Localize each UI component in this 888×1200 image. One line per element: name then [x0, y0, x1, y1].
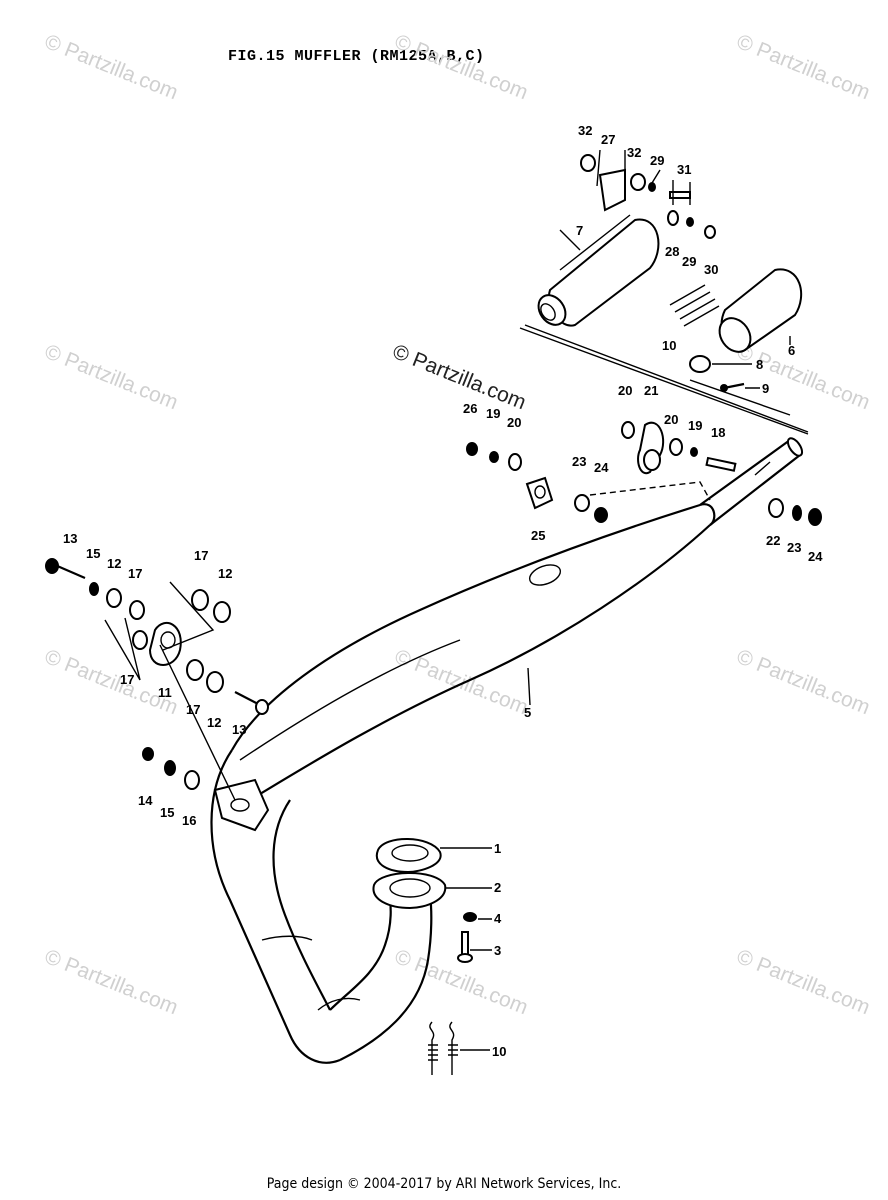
nut-29a[interactable]: [648, 182, 656, 192]
washer-17d[interactable]: [186, 659, 204, 681]
label-23b: 23: [787, 540, 801, 555]
nut-4[interactable]: [463, 912, 477, 922]
washer-20b[interactable]: [669, 438, 683, 456]
label-26: 26: [463, 401, 477, 416]
washer-30[interactable]: [704, 225, 716, 239]
washer-15b[interactable]: [164, 760, 176, 776]
nut-29b[interactable]: [686, 217, 694, 227]
label-12c: 12: [207, 715, 221, 730]
washer-16[interactable]: [184, 770, 200, 790]
figure-title: FIG.15 MUFFLER (RM125A,B,C): [228, 48, 485, 65]
label-17d: 17: [186, 702, 200, 717]
nut-24a[interactable]: [594, 507, 608, 523]
collar-28[interactable]: [667, 210, 679, 226]
washer-17c[interactable]: [132, 630, 148, 650]
label-29b: 29: [682, 254, 696, 269]
label-31: 31: [677, 162, 691, 177]
label-32b: 32: [627, 145, 641, 160]
label-4: 4: [494, 911, 502, 926]
label-13b: 13: [232, 722, 246, 737]
washer-12b[interactable]: [213, 601, 231, 623]
label-13a: 13: [63, 531, 77, 546]
label-6: 6: [788, 343, 795, 358]
label-27: 27: [601, 132, 615, 147]
washer-17a[interactable]: [129, 600, 145, 620]
bolt-13a[interactable]: [45, 558, 86, 580]
label-32a: 32: [578, 123, 592, 138]
label-20a: 20: [618, 383, 632, 398]
bracket-21[interactable]: [637, 421, 665, 475]
nut-19b[interactable]: [489, 451, 499, 463]
label-14: 14: [138, 793, 153, 808]
bolt-18[interactable]: [705, 456, 737, 472]
label-30: 30: [704, 262, 718, 277]
washer-17b[interactable]: [191, 589, 209, 611]
label-12b: 12: [218, 566, 232, 581]
label-18: 18: [711, 425, 725, 440]
label-5: 5: [524, 705, 531, 720]
label-16: 16: [182, 813, 196, 828]
washer-32a[interactable]: [580, 154, 596, 172]
label-15a: 15: [86, 546, 100, 561]
washer-12c[interactable]: [206, 671, 224, 693]
bracket-27[interactable]: [598, 168, 626, 212]
label-25: 25: [531, 528, 545, 543]
washer-20c[interactable]: [508, 453, 522, 471]
label-9: 9: [762, 381, 769, 396]
expansion-chamber-5[interactable]: [210, 436, 804, 1064]
label-19b: 19: [486, 406, 500, 421]
spring-10-lower[interactable]: [428, 1021, 458, 1075]
label-1: 1: [494, 841, 501, 856]
silencer-7[interactable]: [533, 214, 660, 330]
label-24b: 24: [808, 549, 823, 564]
label-15b: 15: [160, 805, 174, 820]
flange-1[interactable]: [375, 838, 442, 874]
clamp-8[interactable]: [689, 355, 711, 373]
bolt-3[interactable]: [457, 931, 473, 963]
label-22: 22: [766, 533, 780, 548]
label-12a: 12: [107, 556, 121, 571]
label-19a: 19: [688, 418, 702, 433]
nut-14[interactable]: [142, 747, 154, 761]
rubber-mount-11[interactable]: [148, 621, 182, 666]
page-footer: Page design © 2004-2017 by ARI Network S…: [266, 1176, 622, 1192]
label-29a: 29: [650, 153, 664, 168]
label-11: 11: [158, 685, 172, 700]
silencer-6[interactable]: [713, 268, 803, 357]
washer-23a[interactable]: [574, 494, 590, 512]
nut-15a[interactable]: [89, 582, 99, 596]
bracket-25[interactable]: [525, 476, 554, 510]
washer-20a[interactable]: [621, 421, 635, 439]
washer-12a[interactable]: [106, 588, 122, 608]
label-17b: 17: [194, 548, 208, 563]
label-28: 28: [665, 244, 679, 259]
nut-19a[interactable]: [690, 447, 698, 457]
gasket-2[interactable]: [372, 872, 447, 910]
washer-22[interactable]: [768, 498, 784, 518]
label-17c: 17: [120, 672, 134, 687]
label-17a: 17: [128, 566, 142, 581]
label-23a: 23: [572, 454, 586, 469]
washer-23b[interactable]: [792, 505, 802, 521]
spring-10-upper[interactable]: [669, 284, 720, 327]
washer-32b[interactable]: [630, 173, 646, 191]
label-20b: 20: [664, 412, 678, 427]
nut-26[interactable]: [466, 442, 478, 456]
label-3: 3: [494, 943, 501, 958]
label-24a: 24: [594, 460, 609, 475]
label-8: 8: [756, 357, 763, 372]
label-20c: 20: [507, 415, 521, 430]
bolt-13b[interactable]: [234, 691, 269, 715]
label-2: 2: [494, 880, 501, 895]
label-10-upper: 10: [662, 338, 676, 353]
label-7: 7: [576, 223, 583, 238]
label-10-lower: 10: [492, 1044, 506, 1059]
label-21: 21: [644, 383, 658, 398]
nut-24b[interactable]: [808, 508, 822, 526]
bolt-9[interactable]: [720, 382, 745, 392]
